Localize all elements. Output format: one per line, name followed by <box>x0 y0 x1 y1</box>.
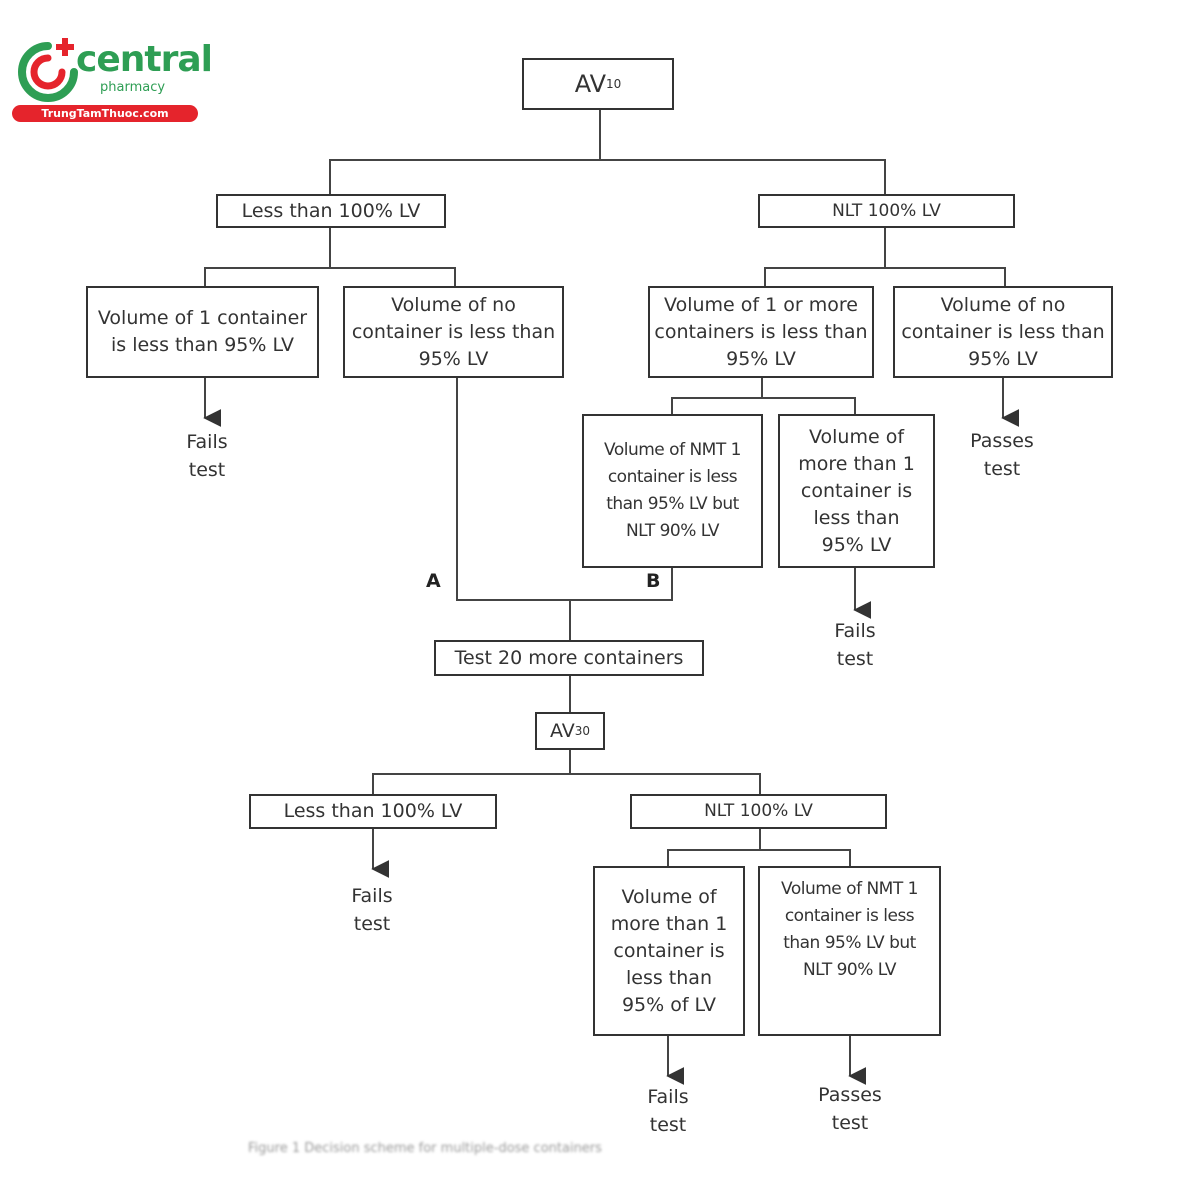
central-pharmacy-logo: central pharmacy TrungTamThuoc.com <box>10 34 213 124</box>
logo-url-badge: TrungTamThuoc.com <box>12 105 198 122</box>
volume-nmt-1-container-box-2: Volume of NMT 1 container is less than 9… <box>758 866 941 1036</box>
less-than-100-lv-box: Less than 100% LV <box>216 194 446 228</box>
nlt-100-lv-box-2: NLT 100% LV <box>630 794 887 829</box>
volume-more-than-1-container-box: Volume of more than 1 container is less … <box>778 414 935 568</box>
nlt-100-lv-box: NLT 100% LV <box>758 194 1015 228</box>
fails-test-1: Fails test <box>186 431 228 481</box>
av10-subscript: 10 <box>606 76 622 91</box>
path-label-a: A <box>426 570 441 592</box>
fails-test-4: Fails test <box>647 1086 689 1136</box>
connector-split-1 <box>329 159 886 194</box>
volume-of-1-or-more-containers-box: Volume of 1 or more containers is less t… <box>648 286 874 378</box>
volume-more-than-1-container-box-2: Volume of more than 1 container is less … <box>593 866 745 1036</box>
av30-label: AV <box>549 719 575 742</box>
fails-test-3: Fails test <box>351 885 393 935</box>
path-label-b: B <box>646 570 661 592</box>
connector-lower-right-children <box>667 849 851 866</box>
volume-of-1-container-box: Volume of 1 container is less than 95% L… <box>86 286 319 378</box>
connector-a-b-merge <box>456 378 673 601</box>
av30-subscript: 30 <box>574 723 591 738</box>
fails-test-2: Fails test <box>834 620 876 670</box>
volume-nmt-1-container-box: Volume of NMT 1 container is less than 9… <box>582 414 763 568</box>
volume-of-no-container-box-right: Volume of no container is less than 95% … <box>893 286 1113 378</box>
figure-caption: Figure 1 Decision scheme for multiple-do… <box>248 1141 602 1156</box>
volume-of-no-container-box-left: Volume of no container is less than 95% … <box>343 286 564 378</box>
logo-subtitle: pharmacy <box>100 80 166 95</box>
connector-left-children <box>204 267 456 286</box>
logo-wordmark: central <box>76 39 213 80</box>
passes-test-1: Passes test <box>970 430 1034 480</box>
central-pharmacy-logo-icon <box>18 38 78 102</box>
test-20-more-containers-box: Test 20 more containers <box>434 640 704 676</box>
less-than-100-lv-box-2: Less than 100% LV <box>249 794 497 829</box>
connector-box-c-children <box>671 397 856 414</box>
passes-test-2: Passes test <box>818 1084 882 1134</box>
av10-label: AV <box>574 69 607 98</box>
connector-split-2 <box>372 773 761 794</box>
connector-right-children <box>764 267 1006 286</box>
